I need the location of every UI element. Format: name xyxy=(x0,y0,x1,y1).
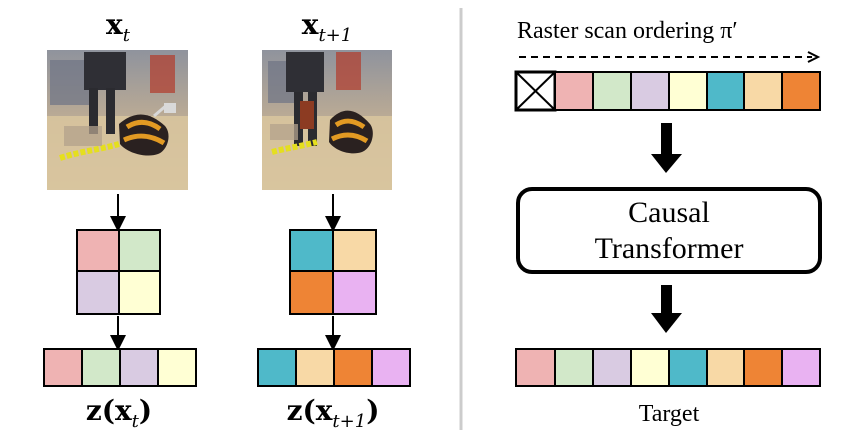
target-token xyxy=(781,348,821,387)
ordering-label: Raster scan ordering π′ xyxy=(517,18,738,44)
frame-t-grid-cell xyxy=(76,229,120,272)
ordering-arrowhead xyxy=(807,51,821,63)
target-token-row xyxy=(515,348,821,387)
target-token xyxy=(515,348,556,387)
transformer-label-line2: Transformer xyxy=(595,232,744,265)
frame-t1-grid-cell xyxy=(289,229,334,272)
target-token xyxy=(592,348,632,387)
frame-t1-group: xt+1 xyxy=(257,8,411,432)
frame-t-title: xt xyxy=(106,8,131,46)
target-token xyxy=(743,348,783,387)
frame-t-group: xt xyxy=(43,8,197,432)
frame-t-grid-cell xyxy=(118,270,161,315)
arrow-to-transformer xyxy=(651,123,682,173)
frame-t-caption: z(xt) xyxy=(86,394,152,432)
frame-t1-token-sequence xyxy=(257,348,411,387)
frame-t1-token-grid xyxy=(289,229,377,315)
input-token xyxy=(781,71,821,111)
target-label: Target xyxy=(639,401,700,427)
input-token xyxy=(706,71,745,111)
target-token xyxy=(668,348,708,387)
input-token xyxy=(592,71,632,111)
frame-t-grid-cell xyxy=(76,270,120,315)
input-token xyxy=(668,71,708,111)
target-token xyxy=(630,348,670,387)
causal-transformer-box xyxy=(516,187,822,274)
frame-t1-title: xt+1 xyxy=(302,8,352,46)
frame-t1-image xyxy=(262,50,392,190)
frame-t-grid-cell xyxy=(118,229,161,272)
frame-t1-seq-token xyxy=(371,348,411,387)
target-token xyxy=(706,348,745,387)
frame-t1-grid-cell xyxy=(289,270,334,315)
target-token xyxy=(554,348,594,387)
frame-t1-seq-token xyxy=(295,348,335,387)
frame-t-seq-token xyxy=(119,348,159,387)
right-panel: Raster scan ordering π′ Causal Transform… xyxy=(514,18,822,427)
transformer-label-line1: Causal xyxy=(628,196,710,229)
frame-t1-grid-cell xyxy=(332,229,377,272)
frame-t-seq-token xyxy=(43,348,83,387)
frame-t1-caption: z(xt+1) xyxy=(287,394,380,432)
input-token xyxy=(630,71,670,111)
frame-t-token-sequence xyxy=(43,348,197,387)
arrow-to-target xyxy=(651,285,682,333)
input-token xyxy=(743,71,783,111)
start-token-cross-line xyxy=(515,71,556,111)
frame-t-seq-token xyxy=(157,348,197,387)
frame-t1-seq-token xyxy=(257,348,297,387)
frame-t1-grid-cell xyxy=(332,270,377,315)
input-token xyxy=(554,71,594,111)
frame-t1-seq-token xyxy=(333,348,373,387)
frame-t-seq-token xyxy=(81,348,121,387)
frame-t-image xyxy=(47,50,188,190)
frame-t-token-grid xyxy=(76,229,161,315)
input-token-row xyxy=(514,70,821,112)
